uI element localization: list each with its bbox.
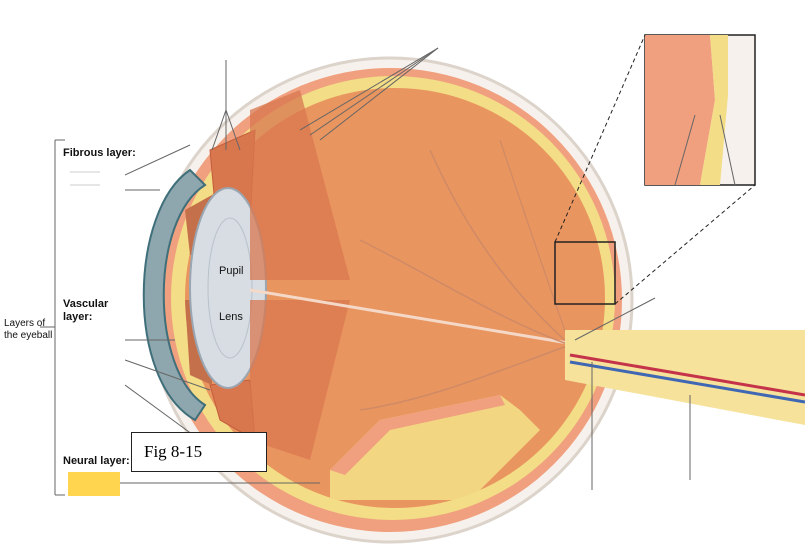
- inset-connector: [554, 34, 646, 243]
- neural-layer-label: Neural layer:: [63, 455, 130, 467]
- figure-label-box: Fig 8-15: [131, 432, 267, 472]
- inset-choroid: [645, 35, 715, 185]
- fibrous-layer-label: Fibrous layer:: [63, 147, 136, 159]
- cornea: [142, 168, 207, 422]
- retinal-vessel: [359, 344, 571, 411]
- retinal-vessel: [359, 239, 571, 346]
- layers-bracket: [40, 139, 65, 496]
- inset-source-box: [554, 241, 616, 305]
- faint-label: [70, 181, 130, 189]
- optic-nerve: [565, 330, 805, 425]
- pupil-label: Pupil: [219, 265, 244, 277]
- ora-serrata-upper: [250, 90, 350, 280]
- lens-label: Lens: [219, 311, 243, 323]
- faint-label: [70, 168, 130, 176]
- cutaway-choroid: [330, 395, 505, 475]
- optic-nerve-artery: [569, 353, 805, 397]
- retinal-vessel: [499, 139, 571, 346]
- lens-core: [207, 217, 253, 359]
- ora-serrata-lower: [250, 300, 350, 460]
- lens: [189, 187, 267, 389]
- retinal-vessel: [429, 149, 571, 346]
- vascular-layer-label: Vascular layer:: [63, 298, 109, 323]
- optic-nerve-vein: [569, 360, 805, 404]
- inset-retina: [700, 35, 728, 185]
- layers-label: Layers of the eyeball: [4, 318, 53, 341]
- answer-cover: [68, 472, 120, 496]
- horizontal-section-line: [249, 288, 581, 347]
- leader-lines: [120, 47, 736, 490]
- inset-connector: [614, 184, 756, 305]
